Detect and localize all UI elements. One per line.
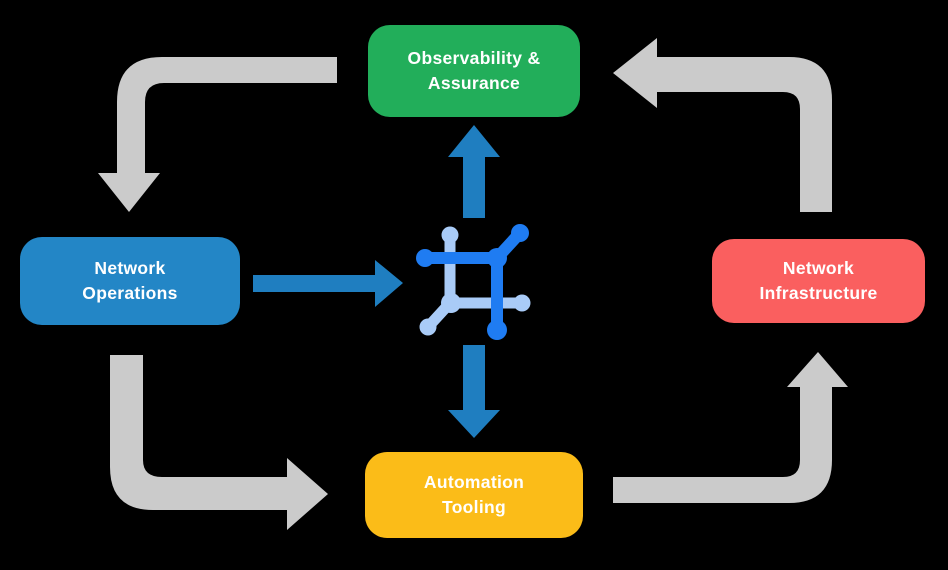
node-label: Network Operations	[82, 258, 178, 303]
network-icon-node	[441, 226, 459, 244]
arrow-center-to-tooling	[448, 345, 500, 438]
arrow-tooling-to-infrastructure	[613, 352, 848, 503]
node-label: Network Infrastructure	[759, 258, 878, 303]
network-icon-junction	[441, 293, 461, 313]
network-platform-icon	[416, 224, 531, 340]
network-icon-node	[513, 294, 531, 312]
node-automation-tooling: Automation Tooling	[365, 452, 583, 538]
node-label: Automation Tooling	[423, 472, 525, 517]
network-icon-node	[419, 318, 437, 336]
network-icon-node	[487, 320, 507, 340]
arrow-center-to-observability	[448, 125, 500, 218]
network-icon-junction	[487, 248, 507, 268]
arrow-observability-to-operations	[98, 57, 337, 212]
node-observability-assurance: Observability & Assurance	[368, 25, 580, 117]
arrow-infrastructure-to-observability	[613, 38, 832, 212]
network-icon-node	[416, 249, 434, 267]
arrow-operations-to-center	[253, 260, 403, 307]
node-network-infrastructure: Network Infrastructure	[712, 239, 925, 323]
arrow-operations-to-tooling	[110, 355, 328, 530]
node-network-operations: Network Operations	[20, 237, 240, 325]
network-icon-node	[511, 224, 529, 242]
node-label: Observability & Assurance	[407, 48, 541, 93]
